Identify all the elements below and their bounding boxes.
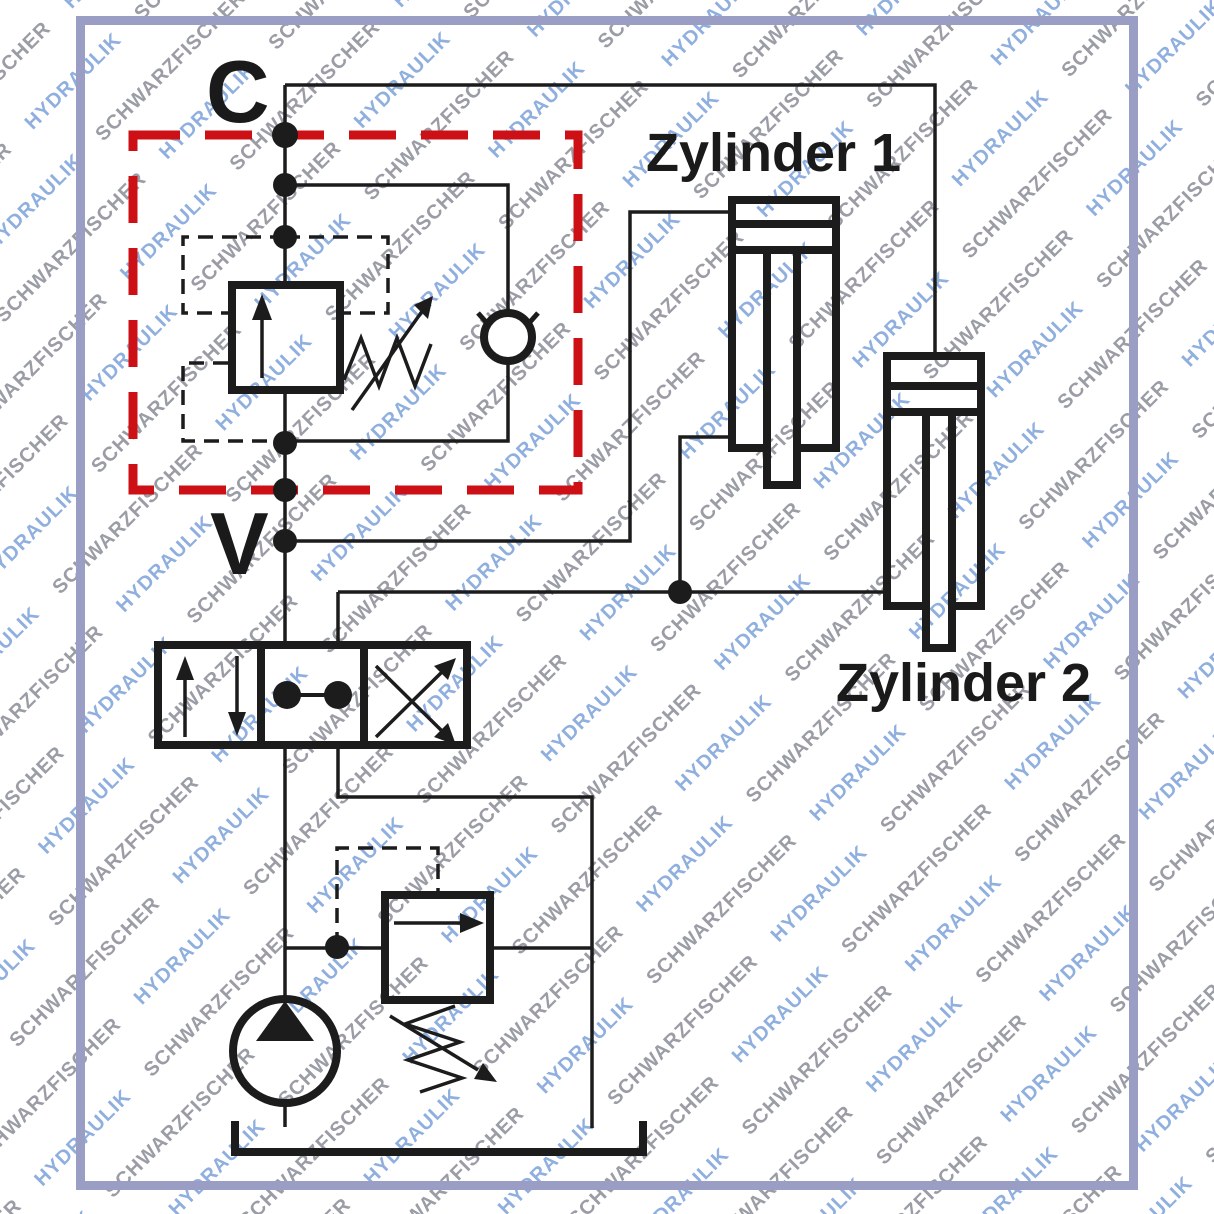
cylinder1-body: [728, 196, 840, 452]
line-check-branch: [285, 183, 510, 443]
relief-arrow-head-icon: [460, 913, 484, 933]
relief-adjust-arrow-shaft: [389, 1014, 479, 1072]
valve-block-boundary: [128, 130, 583, 495]
hydraulic-pump: [229, 995, 341, 1107]
junction-dot: [272, 122, 298, 148]
adjust-arrow-shaft: [350, 308, 425, 412]
line-return-to-tank: [336, 743, 594, 1128]
junction-dot: [273, 225, 297, 249]
cylinder1-label: Zylinder 1: [646, 123, 902, 183]
ball-icon: [480, 309, 536, 365]
pilot-lines: [181, 235, 440, 947]
line-cylinder1-rod-port: [678, 435, 730, 592]
port-label-v: V: [210, 494, 269, 593]
adjust-arrow-head-icon: [414, 296, 433, 319]
connection-lines: [283, 83, 937, 1128]
junction-dot: [273, 173, 297, 197]
valve-position-left: [154, 641, 265, 749]
cross-arrow-1-head-icon: [434, 658, 456, 680]
arrow-down-head-icon: [228, 712, 246, 736]
port-label-c: C: [206, 42, 270, 141]
port-dot-right: [324, 681, 352, 709]
relief-spring-icon: [399, 1004, 468, 1094]
junction-dots: [272, 122, 692, 959]
cylinder-2: [883, 352, 985, 652]
relief-valve-body: [381, 891, 494, 1004]
flow-arrow-head-icon: [252, 294, 272, 320]
pilot-line-upper-right: [285, 235, 390, 315]
junction-dot: [273, 478, 297, 502]
pressure-relief-valve: [381, 891, 497, 1094]
junction-dot: [273, 529, 297, 553]
relief-adjust-arrow-head-icon: [474, 1063, 497, 1082]
outer-frame-border: [76, 16, 1138, 1190]
junction-dot: [668, 580, 692, 604]
ball-check-valve: [476, 309, 540, 365]
tank-icon: [231, 1121, 647, 1156]
cross-arrow-2-head-icon: [434, 723, 456, 745]
pilot-line-upper-left: [181, 235, 285, 315]
cross-arrow-2-shaft: [374, 664, 445, 734]
pressure-valve-body: [228, 281, 344, 394]
arrow-up-head-icon: [176, 656, 194, 680]
valve-position-right: [360, 641, 471, 749]
cylinder-1: [728, 196, 840, 489]
port-dot-left: [273, 681, 301, 709]
pump-triangle-icon: [256, 1001, 314, 1041]
pilot-line-lower-left: [181, 361, 285, 443]
line-v-to-cylinder1-cap: [285, 210, 730, 543]
pump-circle: [229, 995, 341, 1107]
junction-dot: [325, 935, 349, 959]
directional-control-valve: [154, 641, 471, 749]
pilot-operated-pressure-valve: [228, 281, 433, 412]
junction-dot: [273, 431, 297, 455]
cross-arrow-1-shaft: [374, 669, 445, 739]
cylinder2-label: Zylinder 2: [836, 653, 1092, 713]
line-c-to-cylinder2-cap: [285, 83, 937, 356]
cylinder2-body: [883, 352, 985, 610]
pilot-line-relief-valve: [335, 846, 440, 947]
